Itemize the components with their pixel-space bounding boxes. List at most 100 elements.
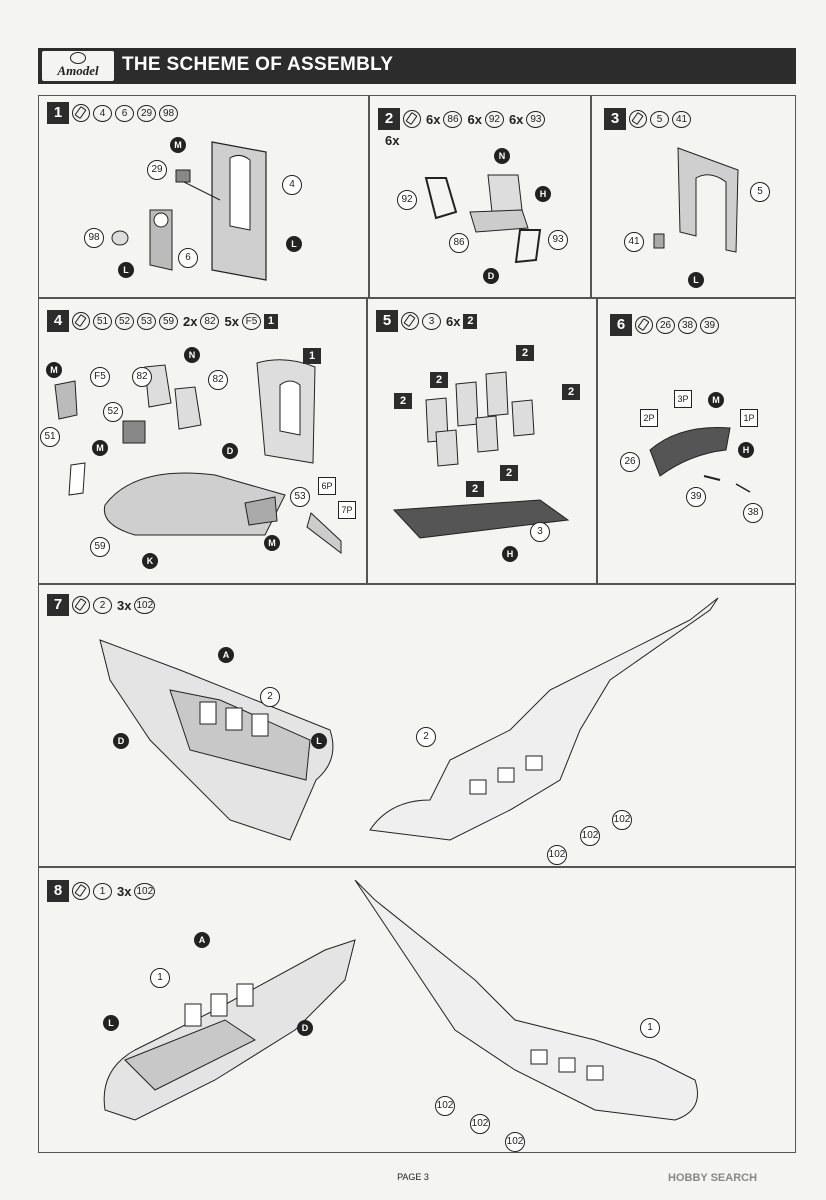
color-code: A bbox=[194, 932, 210, 948]
color-code: K bbox=[142, 553, 158, 569]
part-label: 102 bbox=[505, 1132, 525, 1152]
step-1-drawing bbox=[111, 141, 267, 281]
part-number: 98 bbox=[159, 104, 178, 122]
step-number: 8 bbox=[47, 880, 69, 902]
subassembly-ref: 2 bbox=[463, 313, 478, 329]
step-8-header: 8 1 3x 102 bbox=[47, 880, 156, 902]
part-number: 2 bbox=[93, 596, 112, 614]
step-5-header: 5 3 6x 2 bbox=[376, 310, 478, 332]
step-2-drawing bbox=[424, 174, 542, 264]
logo-emblem-icon bbox=[70, 52, 86, 64]
part-number: 92 bbox=[484, 110, 504, 128]
part-label: 102 bbox=[547, 845, 567, 865]
glue-icon bbox=[72, 882, 90, 900]
part-label: 5 bbox=[750, 182, 770, 202]
step-number: 4 bbox=[47, 310, 69, 332]
part-label: F5 bbox=[90, 367, 110, 387]
part-label: 59 bbox=[90, 537, 110, 557]
color-code: H bbox=[502, 546, 518, 562]
subassembly-ref: 2 bbox=[562, 384, 580, 400]
step-number: 1 bbox=[47, 102, 69, 124]
glue-icon bbox=[72, 312, 90, 330]
step-3-header: 3 5 41 bbox=[604, 108, 691, 130]
color-code: D bbox=[113, 733, 129, 749]
step-2-header: 2 6x 86 6x 92 6x 93 bbox=[378, 108, 546, 130]
part-label: 6 bbox=[178, 248, 198, 268]
part-label: 98 bbox=[84, 228, 104, 248]
step-number: 5 bbox=[376, 310, 398, 332]
color-code: N bbox=[184, 347, 200, 363]
part-number: 5 bbox=[650, 110, 669, 128]
part-number: 59 bbox=[159, 312, 178, 330]
part-label: 92 bbox=[397, 190, 417, 210]
part-number: 82 bbox=[200, 312, 220, 330]
color-code: L bbox=[103, 1015, 119, 1031]
part-number: 102 bbox=[134, 882, 156, 900]
watermark: HOBBY SEARCH bbox=[668, 1172, 758, 1184]
step-number: 7 bbox=[47, 594, 69, 616]
part-number: 29 bbox=[137, 104, 156, 122]
step-4-header: 4 51 52 53 59 2x 82 5x F5 1 bbox=[47, 310, 278, 332]
part-number: 86 bbox=[443, 110, 463, 128]
part-number: 3 bbox=[422, 312, 441, 330]
step-number: 3 bbox=[604, 108, 626, 130]
part-label: 102 bbox=[435, 1096, 455, 1116]
subassembly-ref: 2 bbox=[516, 345, 534, 361]
part-number: 51 bbox=[93, 312, 112, 330]
logo-text: Amodel bbox=[57, 63, 99, 78]
step-number: 2 bbox=[378, 108, 400, 130]
step-4-drawing bbox=[54, 359, 342, 555]
part-label: 38 bbox=[743, 503, 763, 523]
color-code: M bbox=[708, 392, 724, 408]
step-number: 6 bbox=[610, 314, 632, 336]
part-label: 102 bbox=[470, 1114, 490, 1134]
part-label: 26 bbox=[620, 452, 640, 472]
steps-grid bbox=[38, 95, 796, 1153]
subassembly-ref: 1 bbox=[303, 348, 321, 364]
color-code: N bbox=[494, 148, 510, 164]
part-number: 26 bbox=[656, 316, 675, 334]
page-number: PAGE 3 bbox=[397, 1172, 429, 1182]
color-code: D bbox=[483, 268, 499, 284]
part-label: 2 bbox=[416, 727, 436, 747]
part-number: 6 bbox=[115, 104, 134, 122]
color-code: D bbox=[297, 1020, 313, 1036]
subassembly-ref: 1 bbox=[263, 313, 278, 329]
step-2-extra: 6x bbox=[385, 133, 400, 148]
photo-etch-label: 7P bbox=[338, 501, 356, 519]
step-6-header: 6 26 38 39 bbox=[610, 314, 719, 336]
glue-icon bbox=[72, 104, 90, 122]
step-8-drawing bbox=[103, 880, 698, 1121]
page-header: Amodel THE SCHEME OF ASSEMBLY bbox=[38, 48, 796, 84]
part-number: 38 bbox=[678, 316, 697, 334]
color-code: A bbox=[218, 647, 234, 663]
color-code: M bbox=[170, 137, 186, 153]
amodel-logo: Amodel bbox=[42, 51, 114, 81]
part-label: 1 bbox=[640, 1018, 660, 1038]
photo-etch-label: 1P bbox=[740, 409, 758, 427]
part-label: 93 bbox=[548, 230, 568, 250]
step-6-drawing bbox=[649, 427, 751, 493]
step-5-drawing bbox=[392, 371, 570, 539]
glue-icon bbox=[403, 110, 421, 128]
part-label: 86 bbox=[449, 233, 469, 253]
part-number: 39 bbox=[700, 316, 719, 334]
color-code: M bbox=[92, 440, 108, 456]
color-code: L bbox=[286, 236, 302, 252]
subassembly-ref: 2 bbox=[394, 393, 412, 409]
color-code: H bbox=[738, 442, 754, 458]
step-7-header: 7 2 3x 102 bbox=[47, 594, 156, 616]
part-label: 52 bbox=[103, 402, 123, 422]
part-label: 82 bbox=[208, 370, 228, 390]
part-number: 4 bbox=[93, 104, 112, 122]
part-label: 2 bbox=[260, 687, 280, 707]
part-label: 41 bbox=[624, 232, 644, 252]
part-number: 1 bbox=[93, 882, 112, 900]
glue-icon bbox=[635, 316, 653, 334]
part-number: 53 bbox=[137, 312, 156, 330]
color-code: M bbox=[46, 362, 62, 378]
step-3-drawing bbox=[653, 147, 739, 253]
color-code: L bbox=[118, 262, 134, 278]
subassembly-ref: 2 bbox=[500, 465, 518, 481]
color-code: L bbox=[688, 272, 704, 288]
